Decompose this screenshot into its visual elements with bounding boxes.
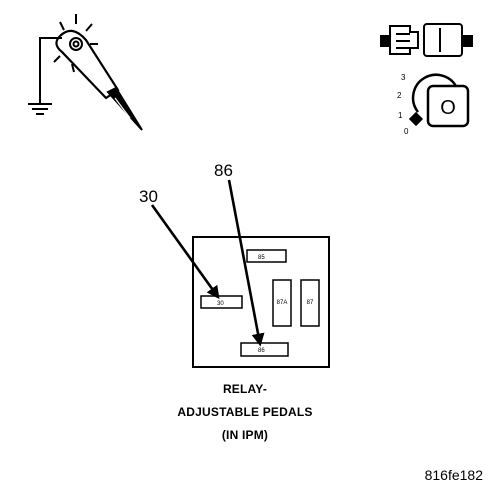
- key-position-1: 1: [398, 111, 403, 120]
- relay-block: 85 30 87A 87 86: [192, 236, 330, 368]
- key-position-2: 2: [397, 91, 402, 100]
- terminal-30: 30: [200, 295, 243, 309]
- callout-30-label: 30: [139, 187, 158, 206]
- callout-30-leader: [150, 204, 220, 300]
- terminal-85: 85: [246, 249, 287, 263]
- caption-line-1: RELAY-: [222, 382, 268, 396]
- connector-icon: [380, 23, 473, 57]
- figure-id: 816fe182: [424, 467, 483, 483]
- callout-86-label: 86: [214, 161, 233, 180]
- key-position-3: 3: [401, 73, 406, 82]
- terminal-87-label: 87: [307, 300, 314, 306]
- terminal-30-label: 30: [217, 301, 224, 307]
- terminal-87a: 87A: [272, 279, 292, 327]
- test-light-probe-icon: [28, 14, 143, 131]
- terminal-86: 86: [240, 342, 289, 357]
- key-position-label: O: [440, 97, 456, 119]
- caption-line-3: (IN IPM): [221, 428, 269, 442]
- terminal-87a-label: 87A: [277, 300, 288, 306]
- terminal-85-label: 85: [258, 255, 265, 261]
- terminal-86-label: 86: [258, 348, 265, 354]
- caption-line-2: ADJUSTABLE PEDALS: [177, 405, 313, 419]
- ignition-key-icon: O 3 2 1 0: [397, 73, 470, 136]
- terminal-87: 87: [300, 279, 320, 327]
- callout-86-leader: [227, 179, 265, 347]
- key-position-0: 0: [404, 127, 409, 136]
